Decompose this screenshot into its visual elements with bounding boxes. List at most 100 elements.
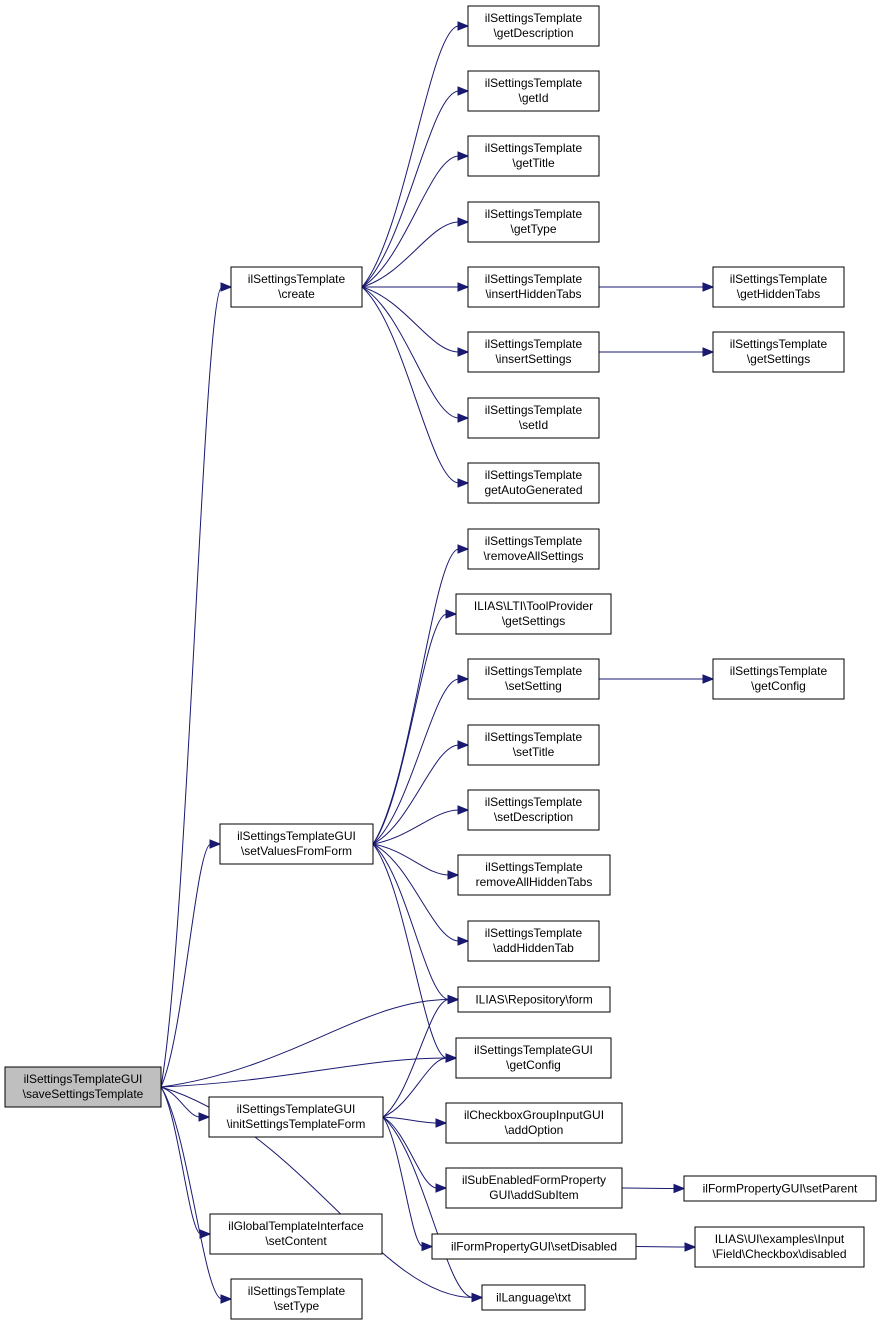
edge-subEnabled-to-setParent xyxy=(621,1183,686,1194)
node-box xyxy=(712,331,845,373)
node-box xyxy=(209,1213,383,1255)
node-label-line1: ilSettingsTemplate xyxy=(485,534,583,548)
node-setValues[interactable]: ilSettingsTemplateGUI\setValuesFromForm xyxy=(219,823,374,865)
edge-create-to-getDesc xyxy=(361,21,470,288)
edge-setSetting-to-getConfigT xyxy=(599,674,715,684)
node-langTxt[interactable]: ilLanguage\txt xyxy=(481,1284,586,1311)
node-label-line1: ilSettingsTemplate xyxy=(485,860,583,874)
node-label-line2: \setType xyxy=(274,1299,320,1313)
edge-initForm-to-subEnabled xyxy=(382,1116,448,1193)
node-label-line2: \getId xyxy=(518,91,548,105)
node-label-line2: \setContent xyxy=(265,1234,327,1248)
node-label-line1: ilSettingsTemplateGUI xyxy=(237,1102,356,1116)
node-label-line2: GUI\addSubItem xyxy=(489,1188,578,1202)
edge-root-to-repoForm xyxy=(160,994,460,1088)
node-box xyxy=(467,135,600,177)
node-box xyxy=(4,1066,162,1108)
edge-create-to-getTitle xyxy=(361,151,470,288)
node-cbDisabled[interactable]: ILIAS\UI\examples\Input\Field\Checkbox\d… xyxy=(694,1226,865,1268)
node-label-line2: \addOption xyxy=(505,1123,564,1137)
node-box xyxy=(467,658,600,700)
node-box xyxy=(457,986,611,1013)
node-label-line1: ilSettingsTemplate xyxy=(485,272,583,286)
node-setDesc[interactable]: ilSettingsTemplate\setDescription xyxy=(467,789,600,831)
node-label-line1: ilSubEnabledFormProperty xyxy=(462,1173,606,1187)
node-label-line2: \setId xyxy=(519,418,548,432)
node-label-line1: ilSettingsTemplate xyxy=(485,207,583,221)
node-root[interactable]: ilSettingsTemplateGUI\saveSettingsTempla… xyxy=(4,1066,162,1108)
node-label-line1: ilSettingsTemplate xyxy=(485,11,583,25)
node-label-line2: \create xyxy=(278,287,315,301)
node-getSettingsT[interactable]: ilSettingsTemplate\getSettings xyxy=(712,331,845,373)
node-label-line2: \removeAllSettings xyxy=(483,549,583,563)
node-getConfigT[interactable]: ilSettingsTemplate\getConfig xyxy=(712,658,845,700)
node-box xyxy=(230,1278,363,1320)
edge-setValues-to-setSetting xyxy=(372,674,470,845)
node-label-line1: ilSettingsTemplate xyxy=(730,272,828,286)
node-ltiGet[interactable]: ILIAS\LTI\ToolProvider\getSettings xyxy=(455,593,612,635)
node-label-line2: \getConfig xyxy=(506,1058,561,1072)
node-label-line1: ilCheckboxGroupInputGUI xyxy=(464,1108,604,1122)
edge-initForm-to-cbAdd xyxy=(382,1116,448,1128)
edge-setValues-to-removeAll xyxy=(372,544,470,845)
node-getDesc[interactable]: ilSettingsTemplate\getDescription xyxy=(467,5,600,47)
node-cbAdd[interactable]: ilCheckboxGroupInputGUI\addOption xyxy=(445,1102,623,1144)
node-box xyxy=(219,823,374,865)
node-removeAll[interactable]: ilSettingsTemplate\removeAllSettings xyxy=(467,528,600,570)
node-initForm[interactable]: ilSettingsTemplateGUI\initSettingsTempla… xyxy=(208,1096,384,1138)
edge-insSettings-to-getSettingsT xyxy=(598,347,715,357)
node-getId[interactable]: ilSettingsTemplate\getId xyxy=(467,70,600,112)
edge-setValues-to-addHidden xyxy=(372,843,470,946)
call-nodes: ilSettingsTemplateGUI\saveSettingsTempla… xyxy=(4,5,877,1320)
node-label-line1: ilSettingsTemplate xyxy=(730,664,828,678)
node-getType[interactable]: ilSettingsTemplate\getType xyxy=(467,201,600,243)
node-setTypeT[interactable]: ilSettingsTemplate\setType xyxy=(230,1278,363,1320)
node-box xyxy=(712,266,845,308)
node-addHidden[interactable]: ilSettingsTemplate\addHiddenTab xyxy=(467,920,600,962)
node-label-line2: \setSetting xyxy=(505,679,562,693)
node-insSettings[interactable]: ilSettingsTemplate\insertSettings xyxy=(467,331,600,373)
node-box xyxy=(467,724,600,766)
node-setTitle[interactable]: ilSettingsTemplate\setTitle xyxy=(467,724,600,766)
node-label-line2: \Field\Checkbox\disabled xyxy=(712,1247,846,1261)
node-label-line1: ilSettingsTemplate xyxy=(485,337,583,351)
node-setId[interactable]: ilSettingsTemplate\setId xyxy=(467,397,600,439)
node-getTitle[interactable]: ilSettingsTemplate\getTitle xyxy=(467,135,600,177)
node-label-line2: \getTitle xyxy=(512,156,555,170)
node-setParent[interactable]: ilFormPropertyGUI\setParent xyxy=(683,1175,877,1202)
node-repoForm[interactable]: ILIAS\Repository\form xyxy=(457,986,611,1013)
node-setSetting[interactable]: ilSettingsTemplate\setSetting xyxy=(467,658,600,700)
node-label-line2: \getConfig xyxy=(751,679,806,693)
node-guiGetConfig[interactable]: ilSettingsTemplateGUI\getConfig xyxy=(455,1037,612,1079)
node-label-line1: ilGlobalTemplateInterface xyxy=(228,1219,364,1233)
node-box xyxy=(431,1233,637,1260)
node-label-line1: ilSettingsTemplate xyxy=(248,272,346,286)
edge-setDisabled-to-cbDisabled xyxy=(635,1242,697,1252)
edge-setValues-to-ltiGet xyxy=(372,609,458,845)
node-label-line2: \setValuesFromForm xyxy=(241,844,352,858)
node-box xyxy=(467,266,600,308)
node-getHidden[interactable]: ilSettingsTemplate\getHiddenTabs xyxy=(712,266,845,308)
node-box xyxy=(683,1175,877,1202)
node-label-line1: ILIAS\Repository\form xyxy=(475,993,592,1007)
edge-root-to-initForm xyxy=(160,1086,211,1122)
edge-setValues-to-setDesc xyxy=(372,805,470,845)
node-label-line2: \getDescription xyxy=(493,26,573,40)
edge-setValues-to-remHidden xyxy=(372,843,460,880)
node-create[interactable]: ilSettingsTemplate\create xyxy=(230,266,363,308)
edge-initForm-to-langTxt xyxy=(382,1116,484,1303)
node-setContent[interactable]: ilGlobalTemplateInterface\setContent xyxy=(209,1213,383,1255)
node-box xyxy=(694,1226,865,1268)
node-label-line2: \getSettings xyxy=(502,614,565,628)
node-label-line1: ILIAS\UI\examples\Input xyxy=(715,1232,845,1246)
edge-initForm-to-setDisabled xyxy=(382,1116,434,1252)
node-label-line1: ilSettingsTemplate xyxy=(485,730,583,744)
node-label-line2: \initSettingsTemplateForm xyxy=(227,1117,366,1131)
node-insHidden[interactable]: ilSettingsTemplate\insertHiddenTabs xyxy=(467,266,600,308)
node-setDisabled[interactable]: ilFormPropertyGUI\setDisabled xyxy=(431,1233,637,1260)
node-label-line1: ilSettingsTemplate xyxy=(485,468,583,482)
